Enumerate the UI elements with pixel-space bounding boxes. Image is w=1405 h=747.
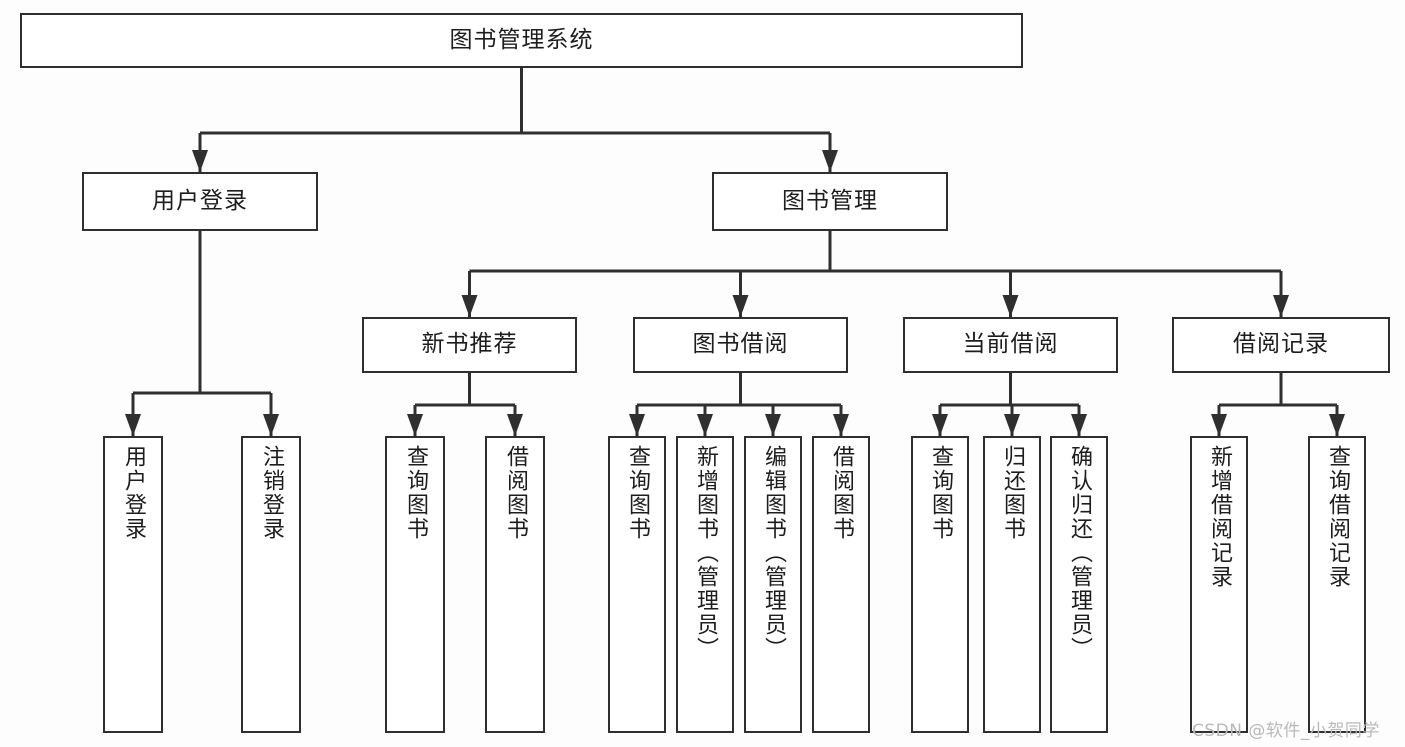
arrowhead-book-borrow bbox=[732, 295, 749, 317]
node-leaf-user-login[interactable]: 用户登录 bbox=[103, 436, 163, 733]
arrowhead-leaf-add-record bbox=[1211, 414, 1227, 436]
arrowhead-leaf-confirm-return bbox=[1071, 414, 1087, 436]
node-label: 图书管理 bbox=[782, 187, 878, 214]
node-label: 图书管理系统 bbox=[449, 26, 594, 53]
node-borrow-record[interactable]: 借阅记录 bbox=[1172, 317, 1390, 373]
node-label: 借阅图书 bbox=[502, 445, 528, 541]
node-leaf-query-record[interactable]: 查询借阅记录 bbox=[1308, 436, 1366, 733]
node-leaf-borrow-book-rec[interactable]: 借阅图书 bbox=[485, 436, 545, 733]
node-label: 新增借阅记录 bbox=[1206, 445, 1232, 589]
arrowhead-leaf-borrow-book-rec bbox=[507, 414, 523, 436]
arrowhead-leaf-edit-book bbox=[765, 414, 781, 436]
node-new-book-recommend[interactable]: 新书推荐 bbox=[362, 317, 577, 373]
arrowhead-borrow-record bbox=[1273, 295, 1289, 317]
node-label: 确认归还（管理员） bbox=[1066, 445, 1092, 661]
arrowhead-leaf-query-record bbox=[1329, 414, 1345, 436]
node-leaf-confirm-return[interactable]: 确认归还（管理员） bbox=[1050, 436, 1108, 733]
node-label: 用户登录 bbox=[120, 445, 146, 541]
arrowhead-leaf-user-login bbox=[125, 414, 141, 436]
arrowhead-leaf-query-book-c bbox=[932, 414, 948, 436]
node-book-manage[interactable]: 图书管理 bbox=[712, 172, 948, 231]
node-label: 查询图书 bbox=[624, 445, 650, 541]
node-leaf-query-book-b[interactable]: 查询图书 bbox=[608, 436, 666, 733]
arrowhead-current-borrow bbox=[1002, 295, 1019, 317]
node-current-borrow[interactable]: 当前借阅 bbox=[903, 317, 1118, 373]
arrowhead-leaf-query-book-b bbox=[629, 414, 645, 436]
node-leaf-add-book[interactable]: 新增图书（管理员） bbox=[676, 436, 734, 733]
node-label: 归还图书 bbox=[999, 445, 1025, 541]
node-label: 查询图书 bbox=[927, 445, 953, 541]
arrowhead-leaf-logout bbox=[263, 414, 279, 436]
node-leaf-add-record[interactable]: 新增借阅记录 bbox=[1190, 436, 1248, 733]
node-label: 借阅记录 bbox=[1233, 331, 1329, 358]
arrowhead-book-manage bbox=[822, 150, 838, 172]
node-label: 查询图书 bbox=[402, 445, 428, 541]
arrowhead-user-login bbox=[192, 150, 208, 172]
arrowhead-leaf-add-book bbox=[697, 414, 713, 436]
node-leaf-edit-book[interactable]: 编辑图书（管理员） bbox=[744, 436, 802, 733]
node-leaf-return-book[interactable]: 归还图书 bbox=[983, 436, 1041, 733]
node-root[interactable]: 图书管理系统 bbox=[20, 13, 1023, 68]
node-label: 当前借阅 bbox=[962, 331, 1059, 358]
arrowhead-new-book-recommend bbox=[461, 295, 478, 317]
csdn-watermark: CSDN @软件_小贺同学 bbox=[1192, 721, 1380, 741]
node-label: 新增图书（管理员） bbox=[692, 445, 718, 661]
arrowhead-leaf-query-book-rec bbox=[407, 414, 423, 436]
node-label: 图书借阅 bbox=[692, 331, 789, 358]
node-label: 编辑图书（管理员） bbox=[760, 445, 786, 661]
node-label: 查询借阅记录 bbox=[1324, 445, 1350, 589]
node-leaf-query-book-rec[interactable]: 查询图书 bbox=[385, 436, 445, 733]
node-label: 注销登录 bbox=[258, 445, 284, 541]
node-book-borrow[interactable]: 图书借阅 bbox=[633, 317, 848, 373]
arrowhead-leaf-borrow-book-b bbox=[833, 414, 849, 436]
arrowhead-leaf-return-book bbox=[1004, 414, 1020, 436]
node-leaf-borrow-book-b[interactable]: 借阅图书 bbox=[812, 436, 870, 733]
node-user-login[interactable]: 用户登录 bbox=[82, 172, 318, 231]
node-leaf-logout[interactable]: 注销登录 bbox=[241, 436, 301, 733]
node-label: 新书推荐 bbox=[421, 331, 518, 358]
node-label: 借阅图书 bbox=[828, 445, 854, 541]
node-label: 用户登录 bbox=[152, 187, 248, 214]
node-leaf-query-book-c[interactable]: 查询图书 bbox=[911, 436, 969, 733]
